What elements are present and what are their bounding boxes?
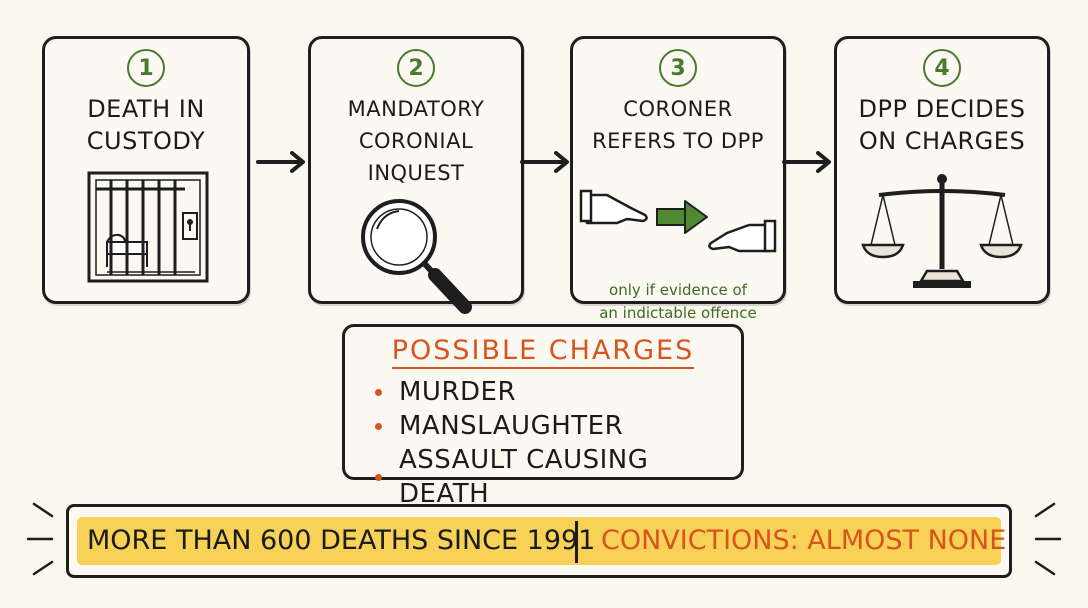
bullet-icon bbox=[375, 473, 382, 481]
banner-highlight bbox=[77, 517, 1001, 565]
banner-divider bbox=[575, 521, 578, 563]
step-2-box: 2 MANDATORY CORONIAL INQUEST bbox=[308, 36, 524, 314]
charge-item: ASSAULT CAUSING DEATH bbox=[375, 443, 741, 511]
step-3-number: 3 bbox=[659, 49, 697, 87]
step-4-box: 4 DPP DECIDES ON CHARGES bbox=[834, 36, 1050, 304]
step-2-number: 2 bbox=[397, 49, 435, 87]
step-4-number: 4 bbox=[923, 49, 961, 87]
charge-label: ASSAULT CAUSING DEATH bbox=[399, 445, 649, 509]
step-2-title: MANDATORY CORONIAL INQUEST bbox=[347, 97, 485, 185]
scales-of-justice-icon bbox=[861, 174, 1023, 288]
charges-list: MURDER MANSLAUGHTER ASSAULT CAUSING DEAT… bbox=[375, 375, 741, 511]
convictions-statistic: CONVICTIONS: ALMOST NONE bbox=[601, 525, 1007, 556]
step-1-number: 1 bbox=[127, 49, 165, 87]
charge-item: MURDER bbox=[375, 375, 741, 409]
statistics-banner: MORE THAN 600 DEATHS SINCE 1991 CONVICTI… bbox=[66, 504, 1012, 578]
step-3-title: CORONER REFERS TO DPP bbox=[592, 97, 764, 153]
referral-condition-line-1: only if evidence of bbox=[609, 281, 747, 299]
charge-item: MANSLAUGHTER bbox=[375, 409, 741, 443]
charge-label: MURDER bbox=[399, 377, 517, 407]
magnifying-glass-icon bbox=[361, 199, 472, 314]
jail-cell-icon bbox=[87, 171, 209, 283]
deaths-statistic: MORE THAN 600 DEATHS SINCE 1991 bbox=[87, 525, 596, 556]
handover-icon bbox=[579, 189, 777, 253]
arrow-right-icon bbox=[520, 151, 569, 173]
referral-condition-note: only if evidence of an indictable offenc… bbox=[573, 279, 783, 325]
bullet-icon bbox=[375, 422, 382, 430]
referral-condition-line-2: an indictable offence bbox=[599, 304, 757, 322]
arrow-right-icon bbox=[256, 151, 305, 173]
step-1-box: 1 DEATH IN CUSTODY bbox=[42, 36, 250, 304]
possible-charges-box: POSSIBLE CHARGES MURDER MANSLAUGHTER ASS… bbox=[342, 324, 744, 509]
emphasis-marks-icon bbox=[26, 502, 54, 576]
step-3-box: 3 CORONER REFERS TO DPP only if evidence… bbox=[570, 36, 786, 322]
bullet-icon bbox=[375, 388, 382, 396]
emphasis-marks-icon bbox=[1034, 502, 1062, 576]
possible-charges-title: POSSIBLE CHARGES bbox=[345, 333, 741, 369]
arrow-right-icon bbox=[782, 151, 831, 173]
charge-label: MANSLAUGHTER bbox=[399, 411, 624, 441]
step-4-title: DPP DECIDES ON CHARGES bbox=[858, 95, 1026, 155]
step-1-title: DEATH IN CUSTODY bbox=[86, 95, 206, 155]
